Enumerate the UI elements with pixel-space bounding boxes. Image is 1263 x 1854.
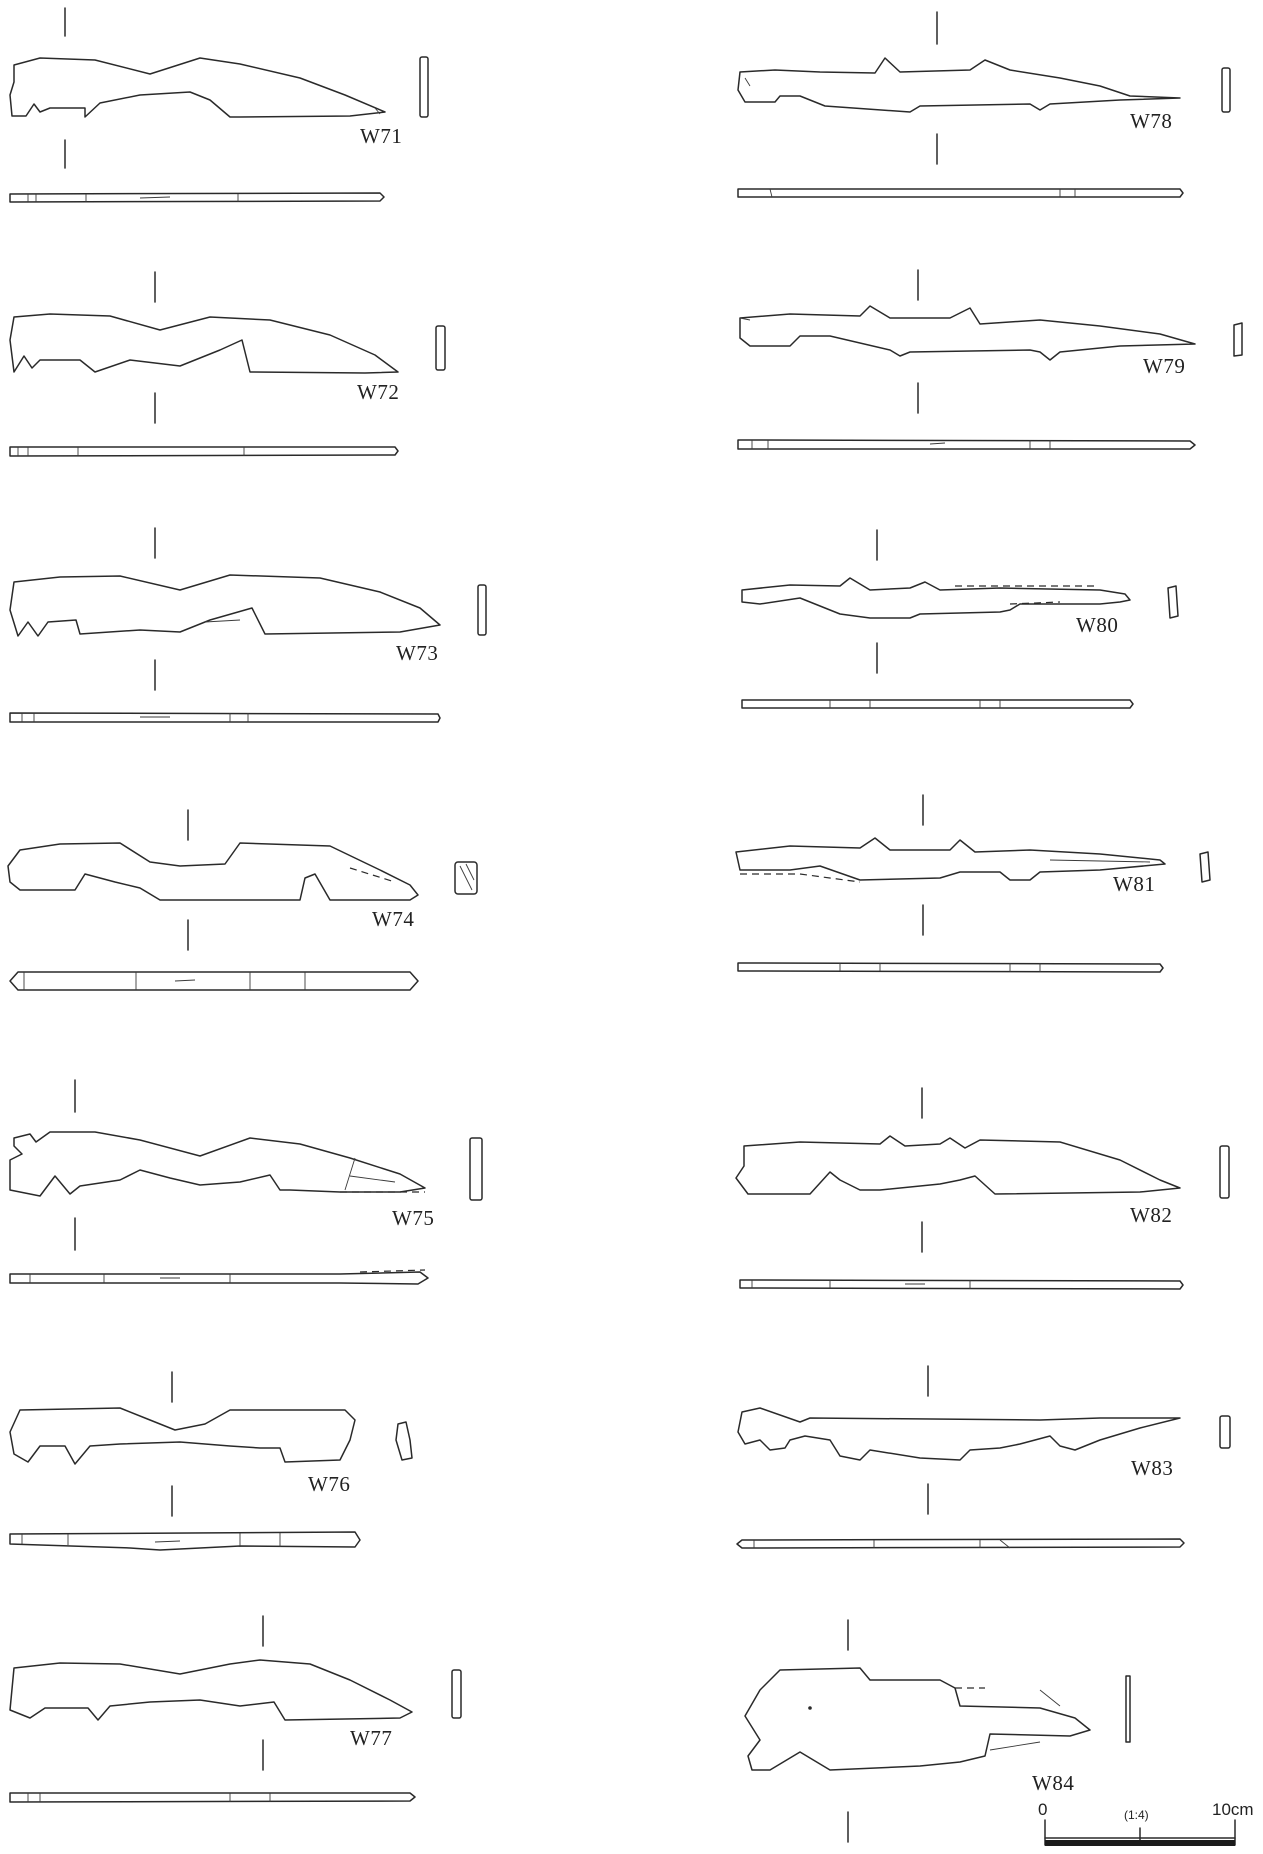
artifact-drawing-w83: [736, 1365, 1231, 1549]
scale-bar: [1044, 1819, 1236, 1846]
scale-ratio-label: (1:4): [1124, 1808, 1149, 1822]
artifact-label-w82: W82: [1130, 1203, 1173, 1227]
artifact-drawing-w75: [9, 1079, 483, 1285]
artifact-drawing-w81: [735, 794, 1211, 973]
scale-zero-label: 0: [1038, 1800, 1048, 1819]
artifact-drawing-w71: [9, 7, 429, 203]
artifact-drawing-w77: [9, 1615, 462, 1803]
artifact-label-w78: W78: [1130, 109, 1173, 133]
artifact-label-w73: W73: [396, 641, 439, 665]
artifact-label-w84: W84: [1032, 1771, 1075, 1795]
artifact-drawing-w78: [737, 11, 1231, 198]
artifact-drawing-w73: [9, 527, 487, 723]
artifact-drawing-w80: [741, 529, 1179, 709]
artifact-drawing-w82: [735, 1087, 1230, 1290]
artifact-drawing-w79: [737, 269, 1243, 450]
artifact-label-w71: W71: [360, 124, 403, 148]
artifact-label-w77: W77: [350, 1726, 393, 1750]
artifact-label-w83: W83: [1131, 1456, 1174, 1480]
artifact-drawing-w72: [9, 271, 446, 457]
artifact-label-w79: W79: [1143, 354, 1186, 378]
artifact-label-w81: W81: [1113, 872, 1156, 896]
artifact-drawing-w74: [7, 809, 478, 991]
artifact-label-w75: W75: [392, 1206, 435, 1230]
artifact-label-w76: W76: [308, 1472, 351, 1496]
artifact-label-w72: W72: [357, 380, 400, 404]
artifact-label-w80: W80: [1076, 613, 1119, 637]
artifact-drawing-w76: [9, 1371, 413, 1551]
artifact-drawing-w84: [744, 1619, 1131, 1843]
artifact-label-w74: W74: [372, 907, 415, 931]
scale-end-label: 10cm: [1212, 1800, 1254, 1819]
